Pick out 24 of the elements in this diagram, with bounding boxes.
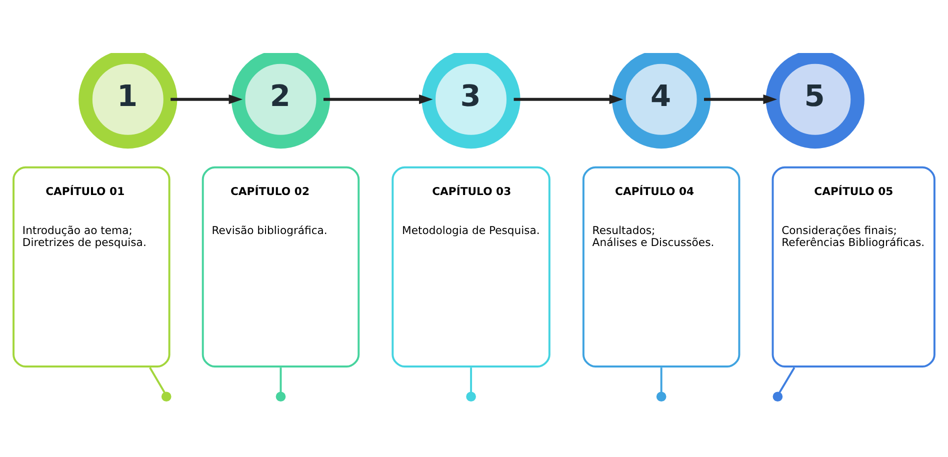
node-circle <box>276 391 286 402</box>
arrow <box>170 94 243 104</box>
node-box: CAPÍTULO 02 Revisão bibliográfica. <box>202 166 360 368</box>
node-circle: 2 <box>231 52 330 148</box>
arrow <box>704 94 778 104</box>
connector <box>149 366 166 392</box>
node-circle: 4 <box>612 52 711 148</box>
node-circle: 5 <box>766 52 864 148</box>
node-circle <box>466 391 476 402</box>
connector <box>778 366 796 392</box>
connector <box>280 367 282 392</box>
node-circle <box>161 391 172 402</box>
connector <box>470 367 472 392</box>
node-box: CAPÍTULO 01 Introdução ao tema; Diretrizes de pesquisa. <box>12 166 170 368</box>
node-circle: 1 <box>78 52 178 148</box>
node-box: CAPÍTULO 05 Considerações finais; Referências Bibliográficas. <box>772 166 936 368</box>
node-box: CAPÍTULO 03 Metodologia de Pesquisa. <box>392 166 550 368</box>
connector <box>660 367 662 392</box>
node-circle <box>772 391 783 402</box>
arrow <box>324 94 433 104</box>
node-circle: 3 <box>422 52 520 148</box>
arrow <box>514 94 624 104</box>
node-box: CAPÍTULO 04 Resultados; Análises e Discussões. <box>582 166 740 368</box>
node-circle <box>656 391 666 402</box>
